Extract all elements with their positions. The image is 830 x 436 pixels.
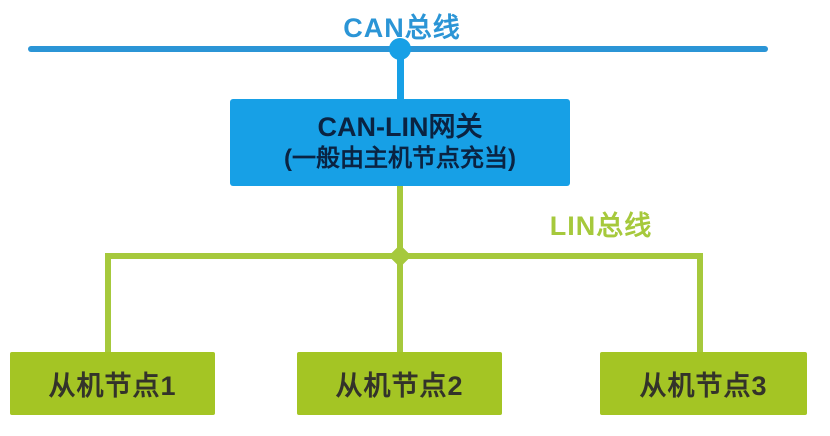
lin-left-drop-connector: [105, 253, 111, 354]
slave-node-label-1: 从机节点1: [48, 371, 177, 401]
gateway-to-lin-connector: [397, 186, 403, 354]
slave-node-label-3: 从机节点3: [639, 371, 768, 401]
gateway-subtitle: (一般由主机节点充当): [284, 145, 516, 173]
lin-bus-label: LIN总线: [549, 211, 653, 241]
lin-junction-dot: [388, 244, 412, 268]
gateway-node-box: CAN-LIN网关 (一般由主机节点充当): [230, 99, 570, 186]
can-to-gateway-connector: [397, 50, 404, 102]
slave-node-label-2: 从机节点2: [335, 371, 464, 401]
slave-node-box-1: 从机节点1: [10, 352, 215, 415]
can-junction-dot: [389, 38, 411, 60]
slave-node-box-3: 从机节点3: [600, 352, 807, 415]
gateway-title: CAN-LIN网关: [317, 111, 483, 142]
lin-right-drop-connector: [697, 253, 703, 354]
slave-node-box-2: 从机节点2: [297, 352, 502, 415]
